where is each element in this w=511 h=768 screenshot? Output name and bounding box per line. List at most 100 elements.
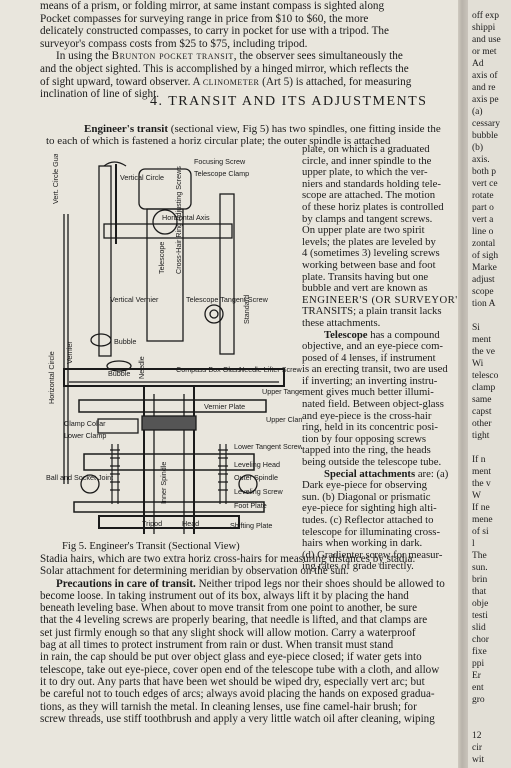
next-page-fragment: of sigh — [472, 251, 499, 261]
text-line: plate, on which is a graduated — [302, 144, 430, 155]
text-line: tion by four opposing screws — [302, 433, 427, 445]
telescope-tangent-screw — [204, 304, 224, 324]
label-vert-circle-guard: Vert. Circle Guard — [51, 154, 60, 204]
label-bubble-2: Bubble — [108, 369, 130, 378]
foot-plate — [73, 501, 265, 513]
text-line: hairs when working in dark. — [302, 538, 423, 550]
text-line: these attachments. — [302, 317, 381, 329]
next-page-fragment: both p — [472, 167, 497, 177]
text-line: it to dry out. Any parts that have been … — [40, 675, 425, 688]
text-line: screw threads, use stiff toothbrush and … — [40, 712, 435, 725]
label-clamp-collar: Clamp Collar — [64, 419, 106, 428]
label-lower-clamp: Lower Clamp — [64, 431, 106, 440]
text-line: be careful not to touch edges of arcs; a… — [40, 688, 435, 701]
text-line: and eye-piece is the cross-hair — [302, 410, 432, 422]
next-page-fragment: mene — [472, 515, 493, 525]
text-line: working between base and foot — [302, 259, 436, 271]
text-line: set just firmly enough so that any sligh… — [40, 626, 416, 639]
next-page-fragment: If n — [472, 455, 486, 465]
leveling-head — [83, 453, 255, 471]
text-line: if inverting; an inverting instru- — [302, 375, 438, 387]
text-line: of sight upward, toward observer. A clin… — [40, 75, 412, 88]
label-leveling-head: Leveling Head — [234, 460, 280, 469]
label-tripod: Tripod — [142, 519, 162, 528]
next-page-fragment: W — [472, 491, 481, 501]
next-page-fragment: (a) — [472, 107, 483, 117]
label-horizontal-circle: Horizontal Circle — [47, 351, 56, 404]
section-heading: 4. TRANSIT AND ITS ADJUSTMENTS — [150, 94, 428, 109]
next-page-fragment: or met — [472, 47, 497, 57]
text-line: and the object sighted. This is accompli… — [40, 62, 409, 75]
clamp-collar — [97, 418, 139, 434]
next-page-fragment: and re — [472, 83, 496, 93]
label-telescope-clamp: Telescope Clamp — [194, 169, 249, 178]
label-upper-tangent-screw: Upper Tangent Screw — [262, 387, 302, 396]
text-line: to each of which is fastened a horiz cir… — [46, 135, 391, 148]
next-page-fragment: vert ce — [472, 179, 498, 189]
text-line: bubble and vert are known as — [302, 283, 428, 295]
precautions-lead: Precautions in care of transit. Neither … — [56, 577, 445, 590]
text-line: objective, and an eye-piece com- — [302, 341, 443, 353]
next-page-fragment: cir — [472, 743, 483, 753]
next-page-fragment: brin — [472, 575, 488, 585]
text-line: of these horiz plates is controlled — [302, 201, 444, 213]
next-page-fragment: telesco — [472, 371, 499, 381]
next-page-fragment: (b) — [472, 143, 484, 153]
label-lower-tangent-screw: Lower Tangent Screw — [234, 442, 302, 451]
horizontal-axis — [103, 223, 233, 239]
label-telescope: Telescope — [157, 242, 166, 274]
label-bubble: Bubble — [114, 337, 136, 346]
label-compass-box-glass: Compass Box Glass — [176, 365, 242, 374]
label-horizontal-axis: Horizontal Axis — [162, 213, 210, 222]
label-ball-socket: Ball and Socket Joint — [46, 473, 113, 482]
next-page-fragment: obje — [472, 599, 489, 609]
text-line: inclination of line of sight. — [40, 88, 160, 101]
figure-caption: Fig 5. Engineer's Transit (Sectional Vie… — [62, 541, 240, 552]
text-line: become loose. In taking instrument out o… — [40, 589, 409, 602]
vernier-plate — [78, 399, 267, 413]
next-page-fragment: axis. — [472, 155, 490, 165]
precautions-heading: Precautions in care of transit. — [56, 577, 196, 590]
label-inner-spindle: Inner Spindle — [159, 462, 168, 504]
text-line: sun. (b) Diagonal or prismatic — [302, 491, 431, 503]
text-line: ring, held in its concentric posi- — [302, 422, 438, 434]
text-line: in rain, the cap should be put over obje… — [40, 651, 422, 664]
spindle — [143, 386, 195, 534]
next-page-fragment: axis pe — [472, 95, 499, 105]
text-line: Solar attachment for determining meridia… — [40, 565, 349, 578]
book-gutter — [458, 0, 468, 768]
next-page-fragment: wit — [472, 755, 485, 765]
text-line: means of a prism, or folding mirror, at … — [40, 0, 385, 12]
left-standard — [98, 165, 112, 357]
label-leveling-screw: Leveling Screw — [234, 487, 284, 496]
next-page-fragment: of si — [472, 527, 489, 537]
next-page-fragment: cessary — [472, 119, 500, 129]
next-page-fragment: and use — [472, 35, 501, 45]
text-line: surveyor's compass costs from $25 to $75… — [40, 37, 308, 50]
label-needle-lifter-screw: Needle Lifter Screw — [239, 365, 302, 374]
text-line: 4 (sometimes 3) leveling screws — [302, 248, 440, 260]
label-cross-hair-ring: Cross-Hair Ring Adjusting Screws — [174, 166, 183, 274]
next-page-fragment: that — [472, 587, 487, 597]
next-page-fragment: Si — [472, 323, 480, 333]
label-vertical-circle: Vertical Circle — [120, 173, 164, 182]
label-outer-spindle: Outer Spindle — [234, 473, 278, 482]
next-page-fragment: off exp — [472, 11, 499, 21]
next-page-fragment: Er — [472, 671, 481, 681]
next-page-fragment: tion A — [472, 299, 496, 309]
text-line: On upper plate are two spirit — [302, 225, 425, 237]
label-shifting-plate: Shifting Plate — [230, 521, 272, 530]
next-page-fragment: Ad — [472, 59, 484, 69]
label-head: Head — [182, 519, 199, 528]
next-page-fragment: 12 — [472, 731, 482, 741]
text-line: telescope for illuminating cross- — [302, 526, 441, 538]
next-page-fragment: testi — [472, 611, 488, 621]
text-line: circle, and inner spindle to the — [302, 155, 432, 167]
right-standard — [219, 193, 235, 355]
text-line: posed of 4 lenses, if instrument — [302, 352, 436, 364]
text-line: niers and standards holding tele- — [302, 178, 441, 190]
next-page-fragment: rotate — [472, 191, 494, 201]
next-page-fragment: other — [472, 419, 492, 429]
next-page-fragment: ment — [472, 467, 491, 477]
